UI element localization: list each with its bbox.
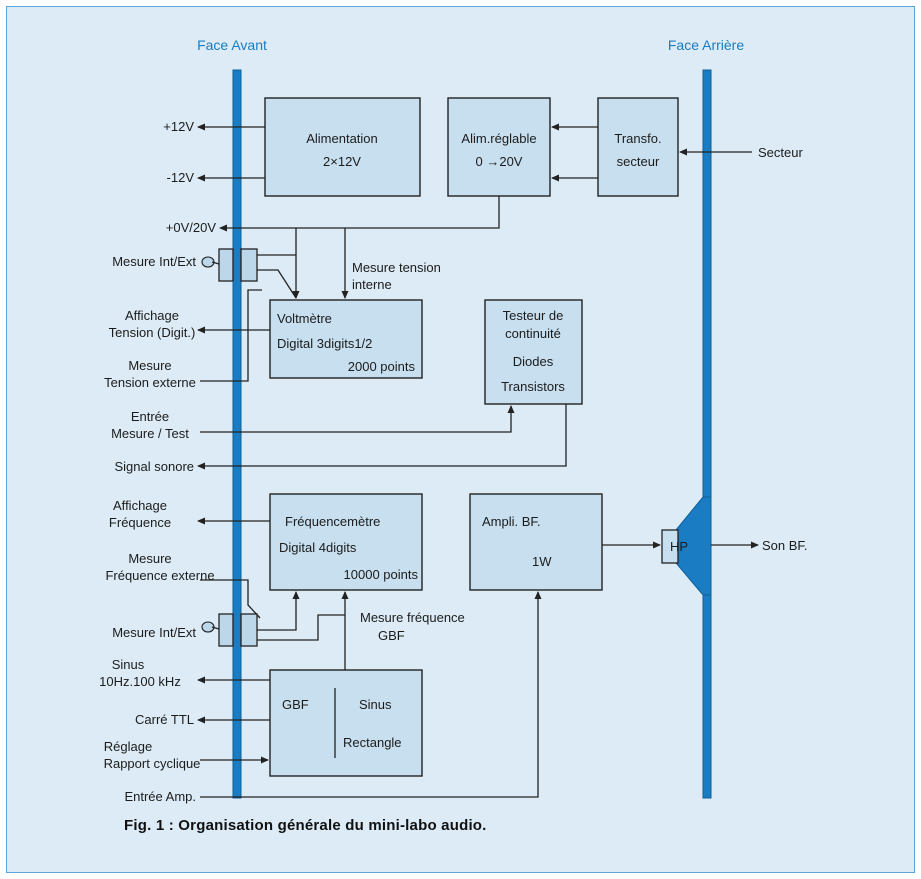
block-frequencemetre-line3: 10000 points	[344, 567, 419, 582]
wire-signal-sonore	[197, 404, 567, 470]
label-mesure-tension-ext-1: Mesure	[128, 358, 171, 373]
face-arriere-heading: Face Arrière	[668, 37, 744, 53]
block-testeur-line4: Transistors	[501, 379, 565, 394]
face-avant-heading: Face Avant	[197, 37, 267, 53]
switch-mesure-int-ext-1	[201, 248, 258, 282]
block-voltmetre-line1: Voltmètre	[277, 311, 332, 326]
speaker-hp-label: HP	[670, 539, 688, 554]
block-ampli-line2: 1W	[532, 554, 552, 569]
block-frequencemetre-line2: Digital 4digits	[279, 540, 357, 555]
label-mesure-freq-gbf-2: GBF	[378, 628, 405, 643]
label-son-bf: Son BF.	[762, 538, 808, 553]
wire-entree-mesure-test	[200, 405, 515, 433]
block-gbf: GBF Sinus Rectangle	[269, 669, 423, 777]
label-sinus-1: Sinus	[112, 657, 145, 672]
front-panel-bar	[232, 69, 242, 799]
label-entree-mesure-1: Entrée	[131, 409, 169, 424]
block-transfo-line1: Transfo.	[614, 131, 661, 146]
label-mesure-tension-interne-1: Mesure tension	[352, 260, 441, 275]
wire-entree-amp	[200, 591, 542, 798]
switch-mesure-int-ext-2	[201, 613, 258, 647]
block-ampli-line1: Ampli. BF.	[482, 514, 541, 529]
wire-switch2-common	[257, 591, 300, 631]
label-0v-20v: +0V/20V	[166, 220, 217, 235]
label-mesure-freq-ext-1: Mesure	[128, 551, 171, 566]
block-frequencemetre: Fréquencemètre Digital 4digits 10000 poi…	[269, 493, 423, 591]
label-affichage-tension-2: Tension (Digit.)	[109, 325, 196, 340]
label-entree-mesure-2: Mesure / Test	[111, 426, 189, 441]
block-transfo: Transfo. secteur	[597, 97, 679, 197]
label-mesure-freq-gbf-1: Mesure fréquence	[360, 610, 465, 625]
block-gbf-out-sinus: Sinus	[359, 697, 392, 712]
block-frequencemetre-line1: Fréquencemètre	[285, 514, 380, 529]
block-voltmetre-line2: Digital 3digits1/2	[277, 336, 372, 351]
block-alimentation: Alimentation 2×12V	[264, 97, 421, 197]
block-voltmetre-line3: 2000 points	[348, 359, 416, 374]
label-sinus-2: 10Hz.100 kHz	[99, 674, 181, 689]
wire-switch1-common	[257, 269, 297, 299]
block-testeur-line1: Testeur de	[503, 308, 564, 323]
block-alimentation-line2: 2×12V	[323, 154, 361, 169]
block-alim-reglable: Alim.réglable 0 →20V	[447, 97, 551, 197]
label-affichage-tension-1: Affichage	[125, 308, 179, 323]
block-testeur-line3: Diodes	[513, 354, 554, 369]
label-p12v: +12V	[163, 119, 194, 134]
block-alimentation-line1: Alimentation	[306, 131, 378, 146]
block-testeur: Testeur de continuité Diodes Transistors	[484, 299, 583, 405]
label-m12v: -12V	[167, 170, 195, 185]
speaker-hp: HP	[661, 496, 712, 596]
wire-mesure-tension-ext	[200, 289, 262, 382]
block-gbf-name: GBF	[282, 697, 309, 712]
block-gbf-out-rectangle: Rectangle	[343, 735, 402, 750]
label-mesure-freq-ext-2: Fréquence externe	[105, 568, 214, 583]
block-alim-reglable-line2: 0 →20V	[476, 154, 523, 169]
figure-caption: Fig. 1 : Organisation générale du mini-l…	[124, 817, 487, 834]
label-mesure-int-ext-2: Mesure Int/Ext	[112, 625, 196, 640]
block-alim-reglable-line1: Alim.réglable	[461, 131, 536, 146]
label-mesure-tension-interne-2: interne	[352, 277, 392, 292]
label-signal-sonore: Signal sonore	[115, 459, 195, 474]
label-affichage-freq-1: Affichage	[113, 498, 167, 513]
block-testeur-line2: continuité	[505, 326, 561, 341]
rear-panel-bar	[702, 69, 712, 799]
wire-mesure-freq-ext	[200, 579, 261, 619]
block-voltmetre: Voltmètre Digital 3digits1/2 2000 points	[269, 299, 423, 379]
label-carre-ttl: Carré TTL	[135, 712, 194, 727]
block-transfo-line2: secteur	[617, 154, 660, 169]
block-ampli-bf: Ampli. BF. 1W	[469, 493, 603, 591]
label-entree-amp: Entrée Amp.	[124, 789, 196, 804]
label-reglage-2: Rapport cyclique	[104, 756, 201, 771]
label-reglage-1: Réglage	[104, 739, 152, 754]
label-mesure-tension-ext-2: Tension externe	[104, 375, 196, 390]
wire-switch2-int	[257, 614, 345, 641]
label-secteur: Secteur	[758, 145, 803, 160]
label-mesure-int-ext-1: Mesure Int/Ext	[112, 254, 196, 269]
wire-0v-20v	[219, 196, 500, 232]
label-affichage-freq-2: Fréquence	[109, 515, 171, 530]
